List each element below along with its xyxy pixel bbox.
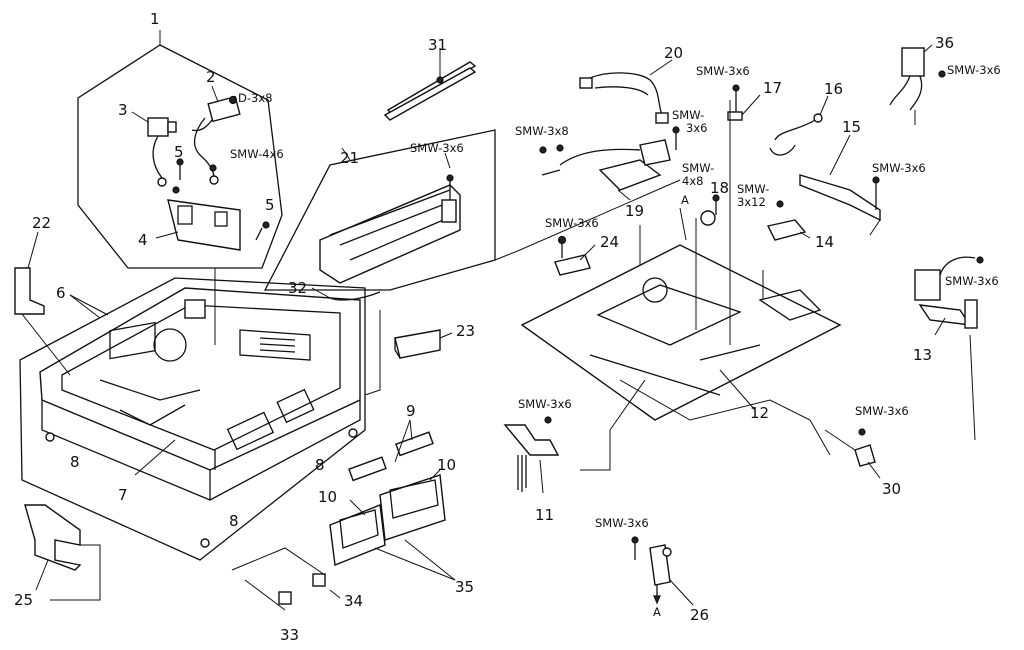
label-part-8b: 8 [315, 456, 325, 474]
reference-mark-a-top: A [681, 193, 689, 207]
part-30-bracket [854, 428, 881, 479]
label-part-34: 34 [344, 592, 363, 610]
label-part-22: 22 [32, 214, 51, 232]
label-part-18: 18 [710, 179, 729, 197]
label-part-31: 31 [428, 36, 447, 54]
part-25-bracket [24, 504, 101, 601]
label-part-2: 2 [206, 68, 216, 86]
label-screw-smw3x6-24: SMW-3x6 [545, 216, 599, 230]
label-part-35: 35 [455, 578, 474, 596]
label-part-14: 14 [815, 233, 834, 251]
screw-spec-labels: D-3x8 SMW-4x6 SMW-3x6 SMW-3x8 SMW- 3x6 S… [230, 63, 1001, 530]
label-part-32: 32 [288, 279, 307, 297]
label-screw-smw3x8: SMW-3x8 [515, 124, 569, 138]
part-23-bracket [394, 329, 453, 359]
label-part-23: 23 [456, 322, 475, 340]
label-screw-smw-3x12a: SMW- [737, 182, 769, 196]
label-part-1: 1 [150, 10, 160, 28]
part-13-assembly [914, 256, 984, 441]
part-20-cable [579, 59, 673, 124]
part-32-cable [311, 287, 381, 301]
label-part-13: 13 [913, 346, 932, 364]
part-15-bracket [799, 134, 881, 236]
part-14-bracket [766, 200, 811, 241]
label-part-6: 6 [56, 284, 66, 302]
part-18-part [679, 194, 720, 330]
part-7-leader [134, 439, 176, 476]
part-21-assembly [263, 129, 496, 291]
label-part-3: 3 [118, 101, 128, 119]
part-36-switch [889, 44, 946, 125]
label-part-5b: 5 [265, 196, 275, 214]
label-part-26: 26 [690, 606, 709, 624]
label-part-10a: 10 [437, 456, 456, 474]
part-3-switch [131, 111, 177, 187]
label-part-20: 20 [664, 44, 683, 62]
label-screw-d3x8: D-3x8 [238, 91, 272, 105]
part-24-plate [554, 235, 596, 276]
label-screw-smw3x6-11: SMW-3x6 [518, 397, 572, 411]
label-screw-smw4x6: SMW-4x6 [230, 147, 284, 161]
label-part-24: 24 [600, 233, 619, 251]
label-part-11: 11 [535, 506, 554, 524]
label-screw-3x12b: 3x12 [737, 195, 766, 209]
label-part-19: 19 [625, 202, 644, 220]
part-19-transformer [539, 126, 680, 201]
part-31-rail [383, 48, 477, 121]
label-part-10b: 10 [318, 488, 337, 506]
label-screw-smw3x6-15: SMW-3x6 [872, 161, 926, 175]
label-part-7: 7 [118, 486, 128, 504]
label-screw-smw3x6-21: SMW-3x6 [410, 141, 464, 155]
label-part-36: 36 [935, 34, 954, 52]
assembly-1-outline [77, 30, 283, 269]
label-screw-smw-4x8a: SMW- [682, 161, 714, 175]
label-part-9: 9 [406, 402, 416, 420]
label-screw-smw3x6-17: SMW-3x6 [696, 64, 750, 78]
label-screw-smw3x6-30: SMW-3x6 [855, 404, 909, 418]
label-screw-smw3x6-26: SMW-3x6 [595, 516, 649, 530]
reference-mark-a-bottom: A [653, 605, 661, 619]
screw-group-assembly-1 [172, 95, 270, 241]
part-22-bracket [14, 231, 71, 376]
label-part-25: 25 [14, 591, 33, 609]
reference-marks: A A [653, 193, 689, 619]
part-number-labels: 1 2 3 4 5 5 6 7 8 8 8 9 10 10 11 12 13 1… [14, 10, 954, 644]
label-part-8c: 8 [229, 512, 239, 530]
label-part-17: 17 [763, 79, 782, 97]
label-screw-smw3x6-36: SMW-3x6 [947, 63, 1001, 77]
label-part-15: 15 [842, 118, 861, 136]
part-11-bracket [503, 416, 560, 494]
parts-9-10-35 [329, 419, 456, 581]
label-part-12: 12 [750, 404, 769, 422]
label-screw-smw-19a: SMW- [672, 108, 704, 122]
connection-leaders [214, 100, 856, 471]
parts-16-17 [727, 84, 829, 156]
parts-33-34 [231, 547, 341, 611]
part-4-bracket [155, 199, 241, 251]
label-part-33: 33 [280, 626, 299, 644]
label-part-5a: 5 [174, 143, 184, 161]
part-12-plate [520, 244, 842, 456]
label-part-30: 30 [882, 480, 901, 498]
label-part-8a: 8 [70, 453, 80, 471]
label-part-4: 4 [138, 231, 148, 249]
label-part-16: 16 [824, 80, 843, 98]
label-part-21: 21 [340, 149, 359, 167]
part-26-bracket [631, 536, 694, 606]
part-2-connector [191, 85, 241, 185]
part-6-base-housing [19, 277, 366, 561]
label-screw-smw3x6-13: SMW-3x6 [945, 274, 999, 288]
label-screw-3x6-19b: 3x6 [686, 121, 707, 135]
label-screw-4x8b: 4x8 [682, 174, 703, 188]
